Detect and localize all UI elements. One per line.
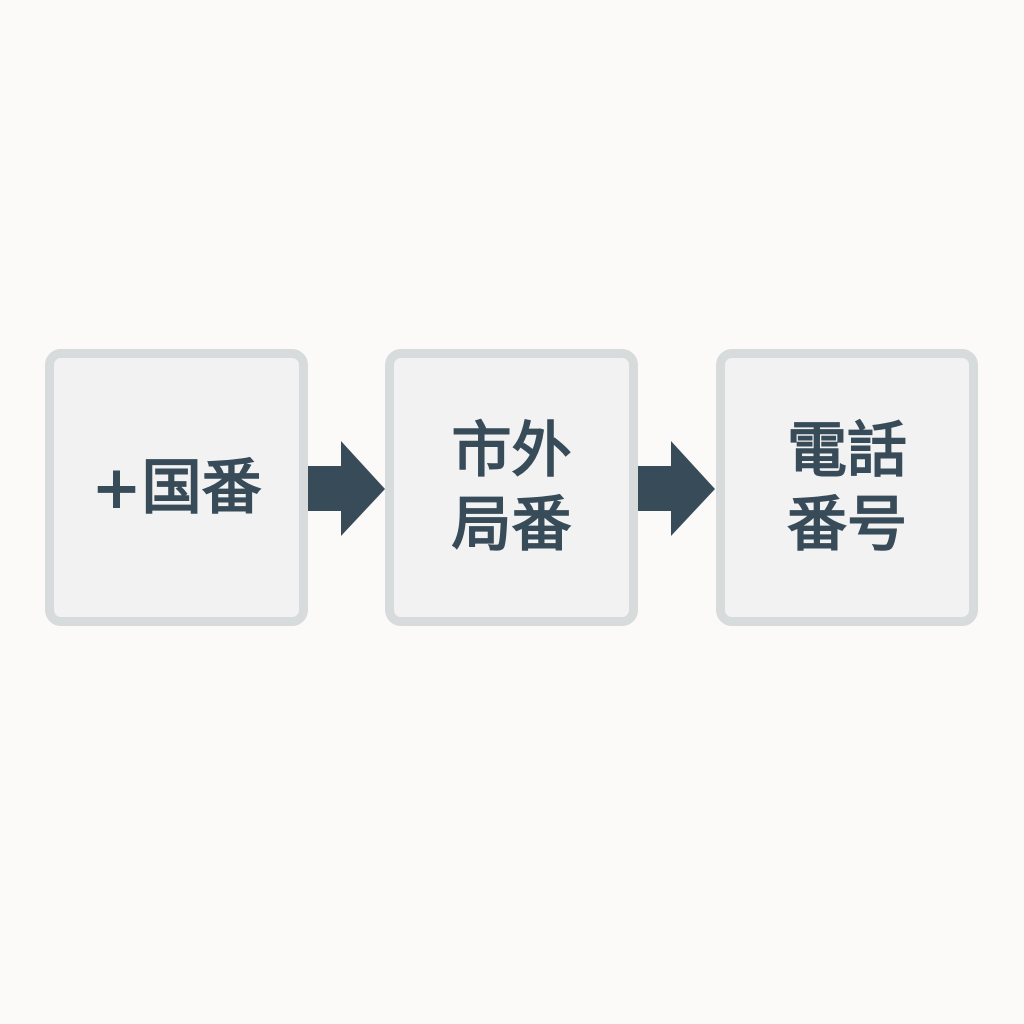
step-label-line: 局番 bbox=[451, 489, 572, 560]
step-country-code: +国番 bbox=[45, 349, 308, 626]
step-label: +国番 bbox=[91, 451, 261, 525]
right-arrow-icon bbox=[308, 441, 385, 536]
step-label-line: 番号 bbox=[787, 489, 907, 560]
step-phone-number: 電話 番号 bbox=[716, 349, 978, 626]
step-label-line: 電話 bbox=[787, 415, 907, 486]
step-label: 市外 局番 bbox=[452, 414, 572, 562]
step-label: 電話 番号 bbox=[787, 414, 907, 562]
step-label-line: +国番 bbox=[91, 452, 262, 523]
step-label-line: 市外 bbox=[451, 415, 572, 486]
step-area-code: 市外 局番 bbox=[385, 349, 638, 626]
right-arrow-icon bbox=[638, 441, 715, 536]
